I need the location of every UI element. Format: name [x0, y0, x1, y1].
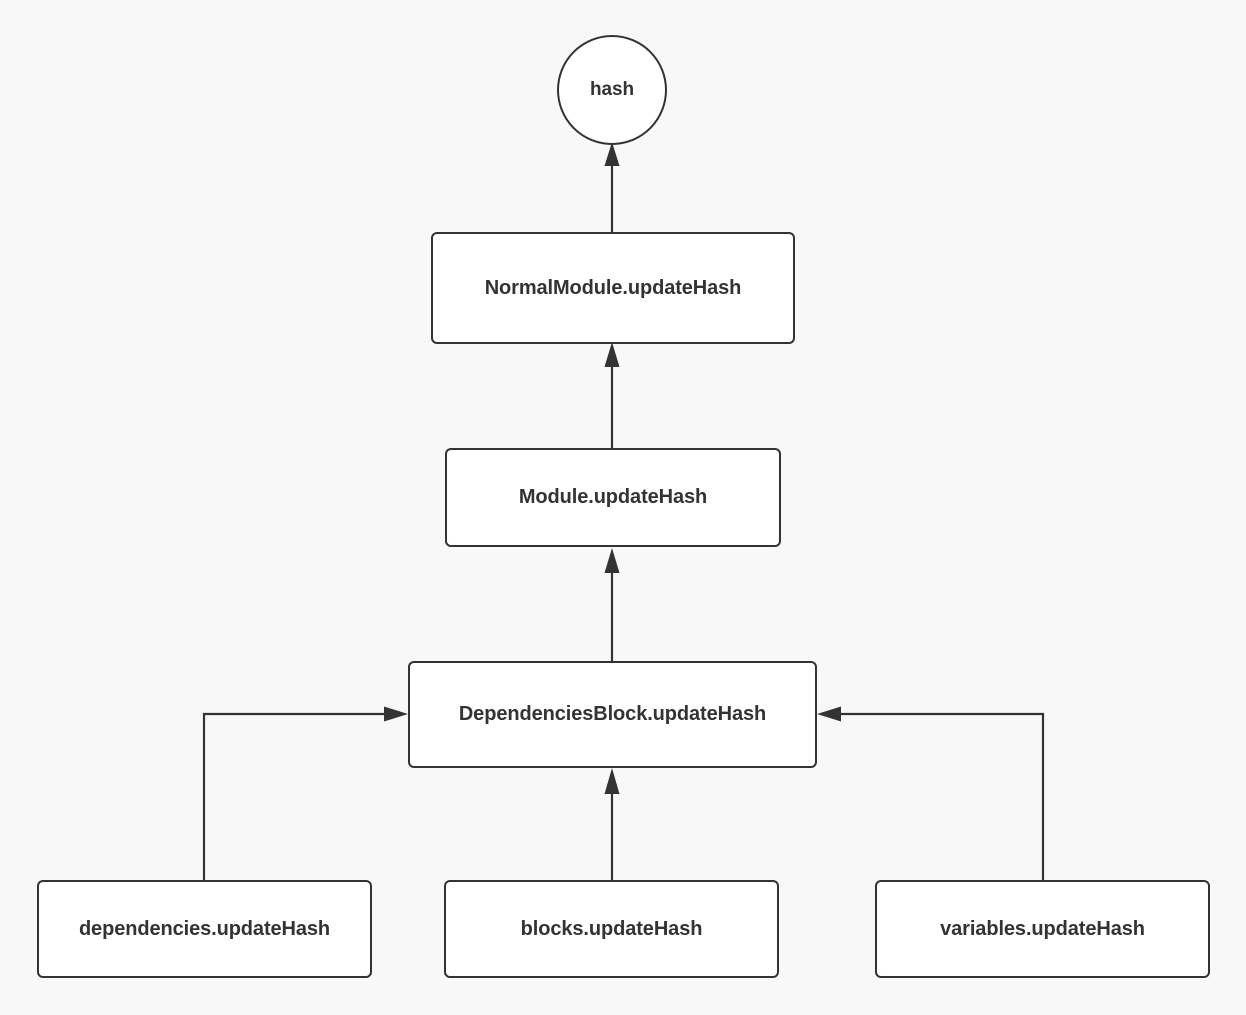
node-hash[interactable]: hash [557, 35, 667, 145]
node-blocks-updatehash-label: blocks.updateHash [520, 917, 703, 940]
node-variables-updatehash[interactable]: variables.updateHash [875, 880, 1210, 978]
edge-variables-to-dependenciesblock [817, 706, 1045, 880]
edge-module-to-normalmodule [604, 342, 620, 448]
node-variables-updatehash-label: variables.updateHash [940, 917, 1145, 940]
node-hash-label: hash [590, 79, 634, 100]
edge-dependencies-to-dependenciesblock [202, 706, 408, 880]
node-dependenciesblock-updatehash[interactable]: DependenciesBlock.updateHash [408, 661, 817, 768]
edge-blocks-to-dependenciesblock [604, 768, 620, 880]
node-dependencies-updatehash[interactable]: dependencies.updateHash [37, 880, 372, 978]
edge-normalmodule-to-hash [604, 142, 620, 232]
node-dependenciesblock-updatehash-label: DependenciesBlock.updateHash [458, 703, 767, 725]
node-module-updatehash[interactable]: Module.updateHash [445, 448, 781, 547]
node-normalmodule-updatehash[interactable]: NormalModule.updateHash [431, 232, 795, 344]
node-blocks-updatehash[interactable]: blocks.updateHash [444, 880, 779, 978]
edge-dependenciesblock-to-module [604, 548, 620, 661]
node-module-updatehash-label: Module.updateHash [518, 486, 708, 508]
node-normalmodule-updatehash-label: NormalModule.updateHash [484, 276, 742, 299]
node-dependencies-updatehash-label: dependencies.updateHash [78, 917, 331, 940]
